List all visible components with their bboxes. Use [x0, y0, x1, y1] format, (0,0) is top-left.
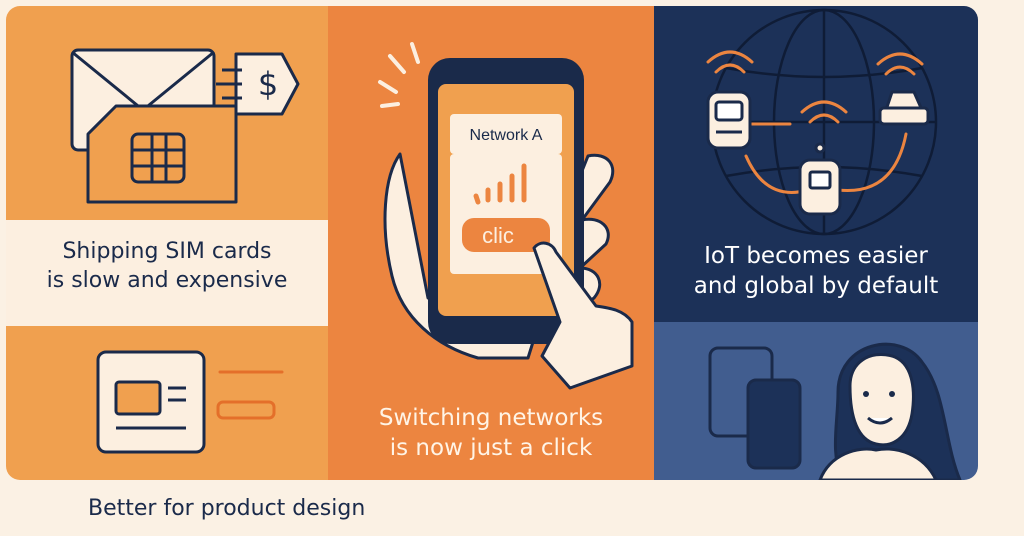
- panel-product-illustration: [6, 326, 328, 480]
- switching-illustration: Network A clic: [378, 42, 634, 390]
- svg-text:$: $: [258, 65, 278, 103]
- panel-iot: [654, 6, 978, 322]
- panel-switching: Network A clic: [328, 6, 654, 480]
- car-icon: [878, 90, 930, 126]
- panel-shipping-caption-band: [6, 220, 328, 326]
- signal-bars-icon: [473, 163, 527, 205]
- person-illustration: [708, 342, 962, 480]
- caption-shipping: Shipping SIM cards is slow and expensive: [46, 239, 288, 293]
- iot-tracker-icon: [706, 90, 752, 150]
- price-tag-icon: $: [216, 52, 300, 116]
- phone-card-icon: [708, 346, 802, 470]
- caption-iot: IoT becomes easier and global by default: [693, 243, 939, 299]
- caption-switching: Switching networks is now just a click: [378, 405, 604, 461]
- sim-card-icon: [86, 104, 238, 204]
- phone-network-label: Network A: [470, 127, 543, 144]
- shipping-illustration: $: [70, 48, 300, 204]
- panel-shipping-illustration: $: [6, 6, 328, 220]
- woman-avatar-icon: [818, 342, 962, 480]
- sparkle-marks: [378, 42, 420, 108]
- phone-click-label: clic: [482, 223, 514, 248]
- pointing-hand-icon: [532, 241, 634, 390]
- device-card-icon: [96, 350, 206, 454]
- phone-click-button[interactable]: [462, 218, 550, 252]
- panel-person: [654, 322, 978, 480]
- caption-product-design: Better for product design: [88, 496, 366, 521]
- iot-illustration: [706, 8, 938, 236]
- sensor-icon: [798, 142, 842, 216]
- wifi-icon: [706, 50, 924, 124]
- product-illustration: [96, 350, 284, 454]
- infographic-frame: $: [6, 6, 978, 480]
